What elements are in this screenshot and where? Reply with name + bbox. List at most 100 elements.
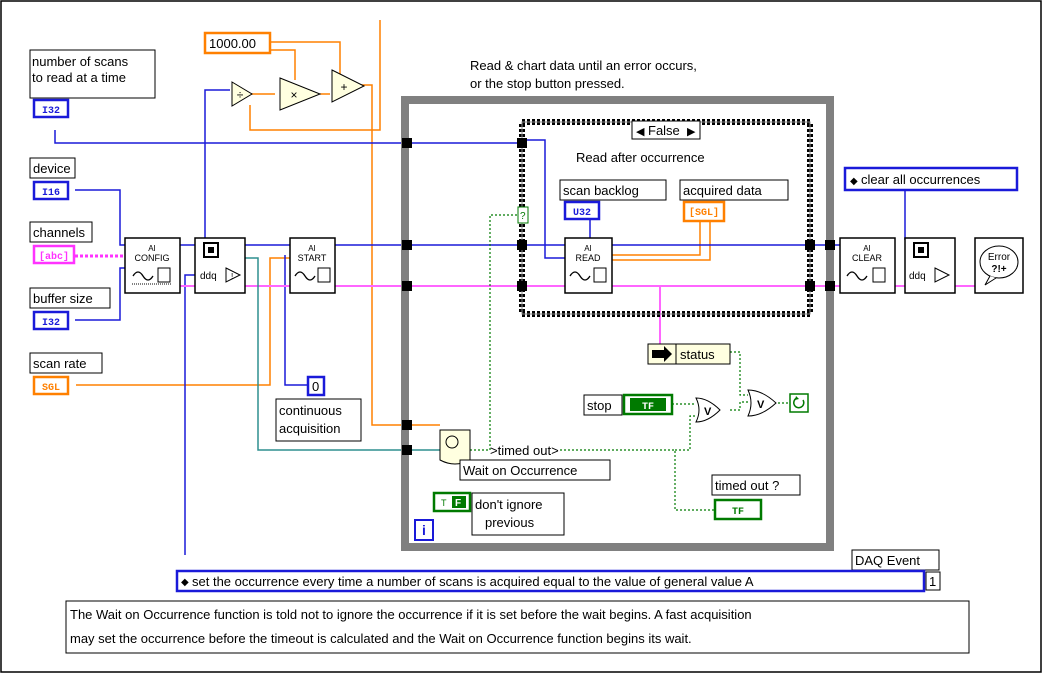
svg-text:The Wait on Occurrence functio: The Wait on Occurrence function is told … <box>70 607 752 622</box>
control-scan-rate[interactable]: scan rate SGL <box>29 352 103 396</box>
svg-text:clear all occurrences: clear all occurrences <box>861 172 981 187</box>
control-device[interactable]: device I16 <box>29 157 76 201</box>
svg-text:▶: ▶ <box>687 126 696 138</box>
header-note-line2: or the stop button pressed. <box>470 76 625 91</box>
svg-text:buffer size: buffer size <box>33 291 93 306</box>
wait-on-occurrence-label: Wait on Occurrence <box>459 459 611 481</box>
case-title: Read after occurrence <box>576 150 705 165</box>
while-loop <box>401 96 835 551</box>
or-gate-2: V <box>747 389 777 417</box>
svg-text:i: i <box>422 522 426 538</box>
svg-text:AI: AI <box>308 244 316 253</box>
case-selector[interactable]: ◀ False ▶ <box>631 120 701 140</box>
svg-text:CLEAR: CLEAR <box>852 253 883 263</box>
svg-text:TF: TF <box>732 507 744 518</box>
svg-text:ddq: ddq <box>909 271 926 282</box>
status-unbundle: status <box>647 343 731 365</box>
svg-text:channels: channels <box>33 225 86 240</box>
svg-text:False: False <box>648 123 680 138</box>
loop-condition-terminal <box>789 393 809 413</box>
continuous-acquisition-label: continuous acquisition <box>275 398 362 442</box>
occurrence-clear-vi[interactable]: ddq <box>904 237 956 294</box>
timed-out-indicator: timed out ? TF <box>711 474 801 521</box>
svg-text:×: × <box>290 88 297 102</box>
ai-clear-vi[interactable]: AI CLEAR <box>839 237 896 294</box>
svg-text:I32: I32 <box>42 106 60 117</box>
divide-node[interactable]: ÷ <box>231 81 253 107</box>
constant-1000[interactable]: 1000.00 <box>203 31 272 55</box>
svg-text:F: F <box>455 498 461 509</box>
scan-backlog-indicator: scan backlog U32 <box>559 179 667 221</box>
svg-text:TF: TF <box>642 402 654 413</box>
svg-text:[abc]: [abc] <box>39 251 69 263</box>
svg-text:+: + <box>340 80 347 94</box>
svg-text:?: ? <box>520 211 526 222</box>
svg-text:scan backlog: scan backlog <box>563 183 639 198</box>
svg-text:T: T <box>441 498 447 508</box>
case-selector-terminal: ? <box>517 206 529 224</box>
svg-text:set the occurrence every time: set the occurrence every time a number o… <box>192 574 754 589</box>
svg-text:I32: I32 <box>42 318 60 329</box>
svg-text:÷: ÷ <box>237 88 244 102</box>
svg-text:AI: AI <box>863 244 871 253</box>
svg-text:acquired data: acquired data <box>683 183 763 198</box>
svg-text:scan rate: scan rate <box>33 356 86 371</box>
svg-text:I16: I16 <box>42 188 60 199</box>
control-channels[interactable]: channels [abc] <box>29 221 93 265</box>
svg-text:CONFIG: CONFIG <box>135 253 170 263</box>
svg-text:DAQ Event: DAQ Event <box>855 553 920 568</box>
svg-text:to read at a time: to read at a time <box>32 70 126 85</box>
svg-text:may set the occurrence before: may set the occurrence before the timeou… <box>70 631 692 646</box>
svg-text:device: device <box>33 161 71 176</box>
ignore-previous-constant[interactable]: T F <box>432 491 472 513</box>
svg-text:0: 0 <box>312 379 319 394</box>
occurrence-config-vi[interactable]: ddq ! <box>194 237 246 294</box>
wait-on-occurrence-node[interactable] <box>439 429 471 465</box>
control-buffer-size[interactable]: buffer size I32 <box>29 287 111 331</box>
svg-text:?!+: ?!+ <box>991 264 1006 275</box>
svg-text:1000.00: 1000.00 <box>209 36 256 51</box>
control-number-of-scans[interactable]: number of scans to read at a time I32 <box>29 49 156 119</box>
svg-text:SGL: SGL <box>42 383 60 394</box>
svg-text:acquisition: acquisition <box>279 421 340 436</box>
svg-text:◀: ◀ <box>636 126 645 138</box>
error-handler-vi[interactable]: Error ?!+ <box>974 237 1024 294</box>
svg-text:number of scans: number of scans <box>32 54 129 69</box>
svg-text:1: 1 <box>929 574 936 589</box>
svg-text:continuous: continuous <box>279 403 342 418</box>
timed-out-terminal-label: >timed out> <box>490 443 559 458</box>
stop-button-control[interactable]: stop TF <box>583 393 674 416</box>
header-note-line1: Read & chart data until an error occurs, <box>470 58 697 73</box>
ai-start-vi[interactable]: AI START <box>289 237 336 294</box>
daq-event-label: DAQ Event <box>851 549 940 571</box>
svg-text:V: V <box>757 399 765 411</box>
svg-text:◆: ◆ <box>181 577 189 588</box>
svg-text:Wait on Occurrence: Wait on Occurrence <box>463 463 577 478</box>
or-gate-1: V <box>695 397 721 423</box>
ignore-previous-label: don't ignore previous <box>471 492 565 536</box>
comment-box: The Wait on Occurrence function is told … <box>65 600 970 654</box>
svg-text:READ: READ <box>575 253 601 263</box>
daq-event-ring[interactable]: ◆ set the occurrence every time a number… <box>175 569 941 593</box>
svg-text:status: status <box>680 347 715 362</box>
clear-all-occurrences[interactable]: ◆ clear all occurrences <box>843 166 1019 192</box>
multiply-node[interactable]: × <box>279 77 322 111</box>
svg-text:timed out ?: timed out ? <box>715 478 779 493</box>
svg-text:AI: AI <box>584 244 592 253</box>
acquired-data-indicator: acquired data [SGL] <box>679 179 789 223</box>
svg-text:V: V <box>704 406 712 418</box>
svg-text:◆: ◆ <box>850 176 858 187</box>
svg-text:Error: Error <box>988 252 1011 263</box>
ai-read-vi[interactable]: AI READ <box>564 237 613 294</box>
svg-text:START: START <box>298 253 327 263</box>
iteration-terminal: i <box>414 519 434 541</box>
svg-text:U32: U32 <box>573 208 591 219</box>
svg-text:AI: AI <box>148 244 156 253</box>
svg-text:previous: previous <box>485 515 535 530</box>
svg-text:!: ! <box>231 272 233 281</box>
ai-config-vi[interactable]: AI CONFIG <box>124 237 181 294</box>
svg-text:don't ignore: don't ignore <box>475 497 543 512</box>
continuous-acquisition-constant[interactable]: 0 <box>306 375 326 397</box>
add-node[interactable]: + <box>331 69 366 103</box>
